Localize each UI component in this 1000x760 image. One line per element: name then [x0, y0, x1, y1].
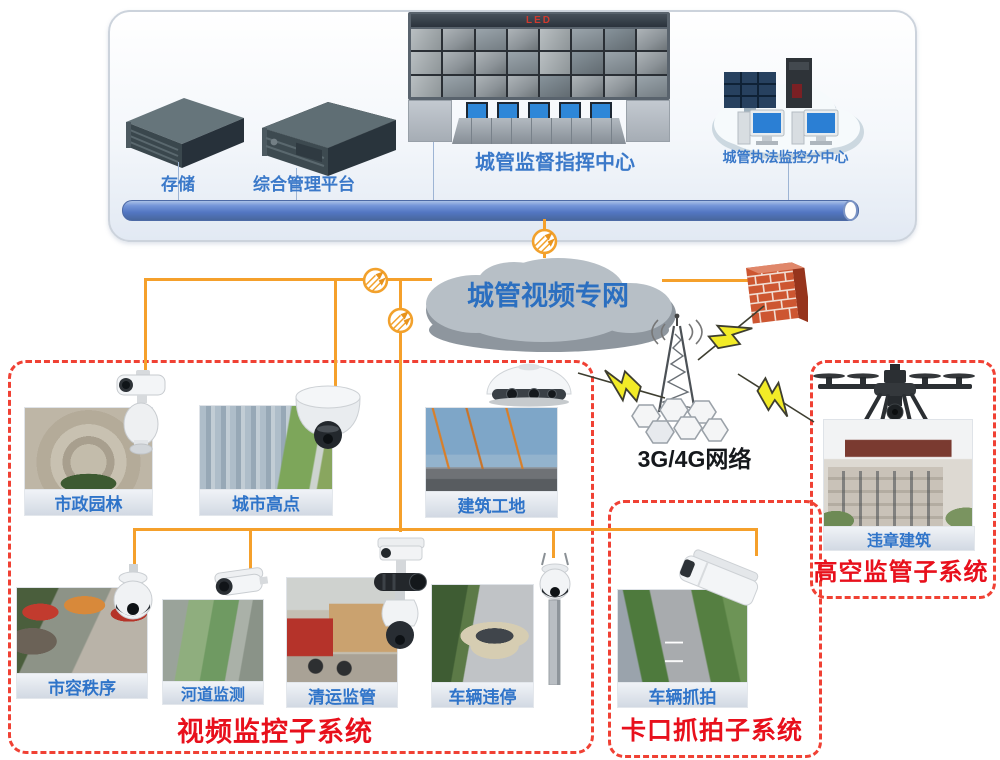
ptz-positioning-camera-icon — [116, 370, 166, 455]
console-desk — [452, 118, 626, 144]
scene-photo-suv — [432, 585, 533, 683]
bullet-camera-icon — [214, 567, 269, 596]
wireless-link-icon — [577, 369, 666, 404]
storage-connector-line — [178, 162, 179, 200]
network-switch-icon — [362, 267, 389, 294]
scene-label: 车辆违停 — [432, 683, 533, 707]
subcenter-workstations — [737, 109, 839, 145]
scene-label: 车辆抓拍 — [618, 683, 747, 707]
scene-photo-river — [163, 600, 263, 682]
operator-monitors — [466, 102, 612, 122]
drop-line-park — [144, 278, 147, 376]
checkpoint-subsystem-title: 卡口抓拍子系统 — [620, 717, 803, 745]
scene-label: 清运监管 — [287, 683, 397, 707]
subcenter-mini-wall — [724, 72, 776, 108]
speed-dome-camera-icon — [113, 564, 153, 620]
private-network-label: 城管视频专网 — [467, 281, 629, 311]
video-subsystem-box — [8, 360, 594, 754]
multi-sensor-camera-icon — [374, 537, 427, 649]
private-network-cloud — [426, 258, 676, 352]
console-cabinet-right — [626, 100, 670, 142]
dome-camera-icon — [295, 385, 361, 449]
drop-line-parking — [552, 528, 555, 558]
firewall-brick-icon — [746, 262, 808, 324]
platform-label: 综合管理平台 — [253, 175, 355, 194]
scene-label: 市容秩序 — [17, 674, 147, 698]
drop-line-highpoint — [334, 278, 337, 390]
scene-label: 建筑工地 — [426, 492, 557, 517]
cellular-tower-icon — [631, 313, 729, 444]
video-wall: LED — [408, 12, 670, 144]
checkpoint-capture-camera-icon — [679, 549, 759, 606]
bottom-bus-line — [133, 528, 758, 531]
command-center-connector-line — [433, 128, 434, 200]
aerial-subsystem-title: 高空监管子系统 — [813, 559, 989, 586]
panoramic-camera-icon — [486, 363, 572, 407]
storage-server-icon — [126, 98, 244, 168]
wireless-link-icon — [737, 373, 815, 423]
scene-label: 违章建筑 — [824, 527, 974, 550]
scene-photo-road — [618, 590, 747, 683]
video-subsystem-title: 视频监控子系统 — [177, 717, 373, 747]
wireless-link-icon — [697, 305, 765, 361]
platform-connector-line — [296, 168, 297, 200]
scene-photo-truck — [287, 578, 397, 683]
scene-photo-construction — [426, 408, 557, 492]
backbone-pipe-end — [843, 200, 858, 221]
backbone-pipe — [122, 200, 859, 221]
led-sign: LED — [411, 14, 667, 27]
command-center-label: 城管监督指挥中心 — [475, 152, 635, 174]
drop-line-center — [399, 278, 402, 532]
subcenter-cloud — [712, 58, 864, 160]
scene-label: 河道监测 — [163, 682, 263, 704]
scene-photo-building — [824, 420, 972, 527]
console-cabinet-left — [408, 100, 452, 142]
platform-server-icon — [262, 102, 396, 176]
cloud-to-firewall-line — [662, 279, 748, 282]
main-bus-line — [144, 278, 432, 281]
scene-label: 市政园林 — [25, 490, 152, 515]
aerial-subsystem-box — [810, 360, 996, 599]
checkpoint-subsystem-box — [608, 500, 822, 758]
scene-label: 城市高点 — [200, 490, 332, 515]
network-switch-icon — [531, 228, 558, 255]
video-wall-screens — [411, 29, 667, 97]
storage-label: 存储 — [161, 175, 195, 194]
cell-hexagons — [631, 398, 729, 444]
drop-line-river — [249, 528, 252, 570]
mini-ptz-pole-camera-icon — [539, 552, 571, 685]
subcenter-connector-line — [788, 132, 789, 200]
cellular-network-label: 3G/4G网络 — [637, 446, 752, 472]
subcenter-label: 城管执法监控分中心 — [722, 149, 849, 165]
network-switch-icon — [387, 307, 414, 334]
drop-line-market — [133, 528, 136, 566]
drop-line-checkpoint — [755, 528, 758, 556]
